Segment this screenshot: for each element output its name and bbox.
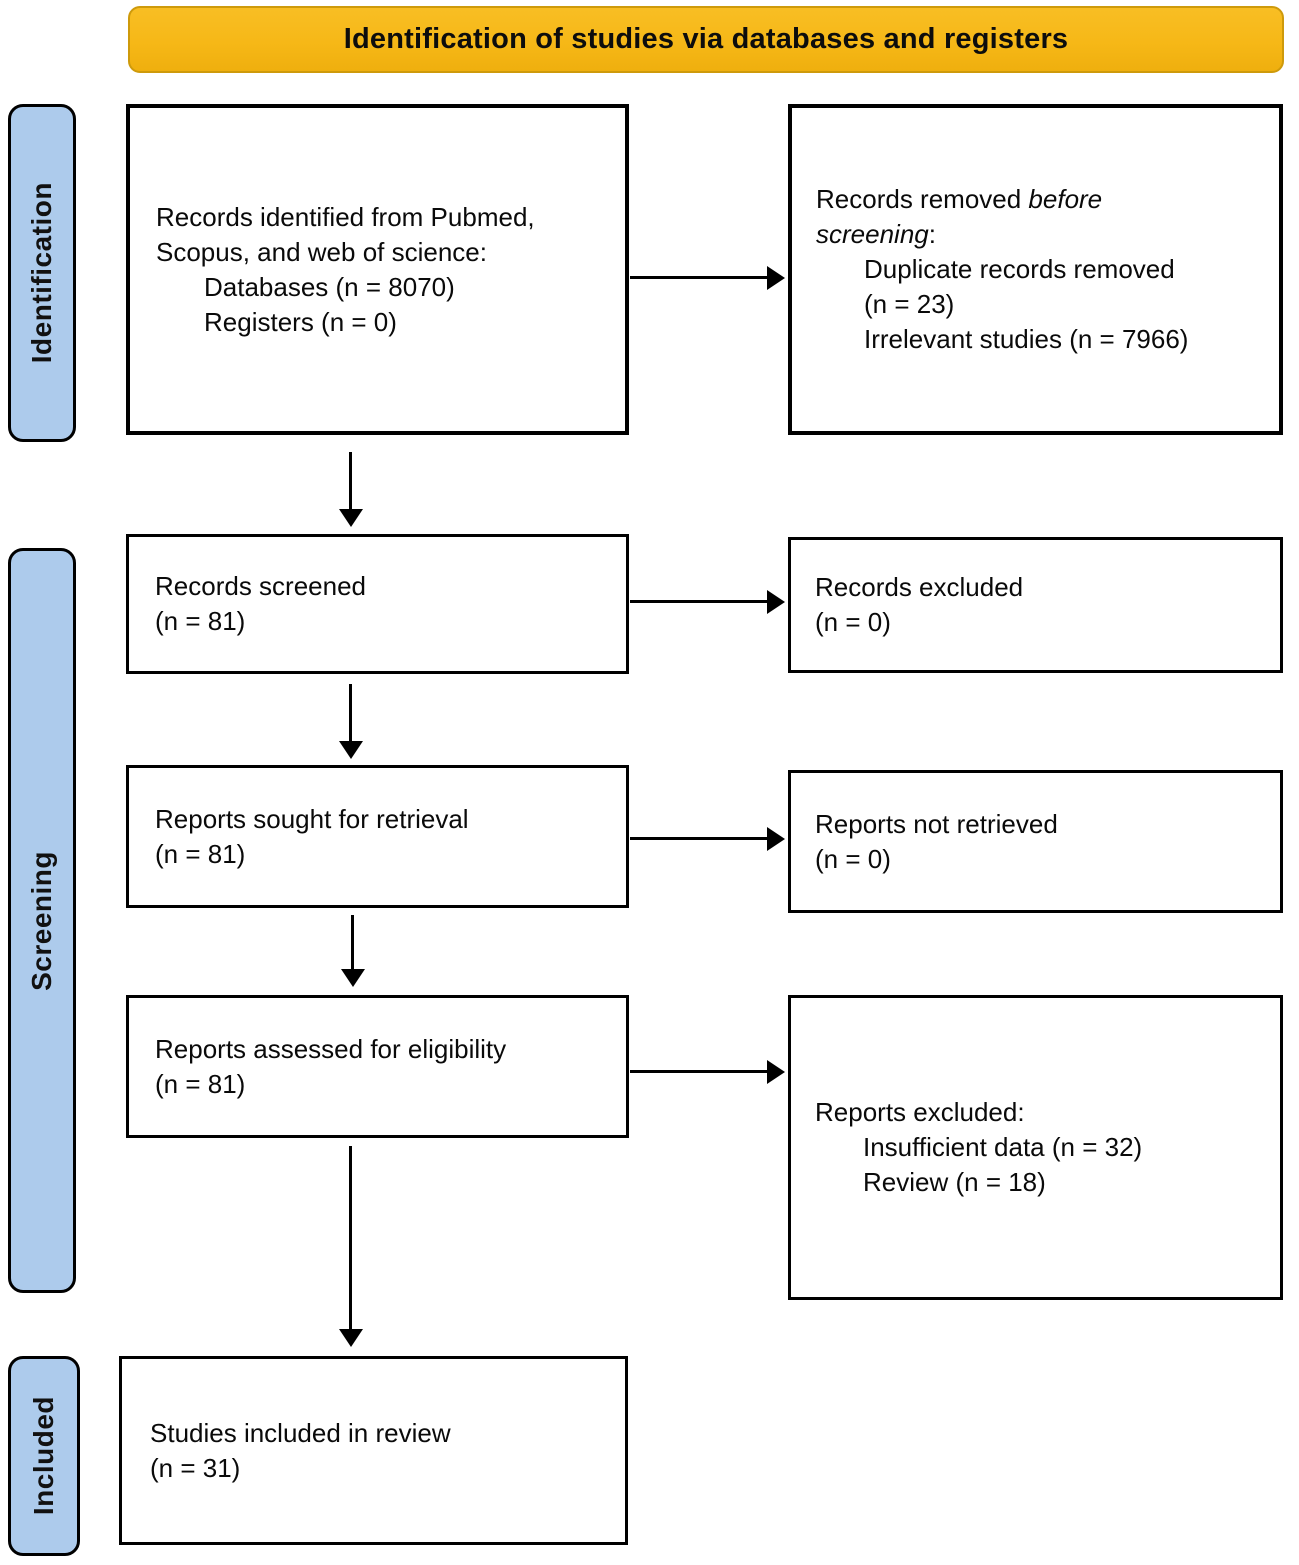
stage-label-screening-text: Screening [26,850,57,991]
text-line: Scopus, and web of science: [156,236,487,267]
text-line: Records screened [155,571,366,601]
text-line: Records removed before [816,182,1261,217]
text-line: (n = 81) [155,606,246,636]
text-segment-italic: before [1028,184,1103,214]
stage-label-identification-text: Identification [26,182,57,364]
text-line: Databases (n = 8070) [204,271,455,302]
banner: Identification of studies via databases … [128,6,1284,73]
text-line: Duplicate records removed [864,254,1175,284]
arrow-assessed-to-included [349,1146,352,1330]
box-records-excluded: Records excluded (n = 0) [788,537,1283,673]
text-line: Reports assessed for eligibility [155,1033,507,1064]
text-line: (n = 81) [155,838,246,869]
text-segment: Records removed [816,184,1029,214]
arrow-assessed-to-reports-excluded [630,1070,768,1073]
stage-label-included-text: Included [28,1396,59,1516]
box-reports-assessed: Reports assessed for eligibility (n = 81… [126,995,629,1138]
banner-title: Identification of studies via databases … [343,23,1069,55]
box-records-screened: Records screened (n = 81) [126,534,629,674]
text-line: Records excluded [815,572,1024,602]
text-line: Reports excluded: [815,1097,1025,1127]
arrow-screened-to-sought [349,684,352,742]
arrow-sought-to-assessed [351,915,354,970]
text-line: Insufficient data (n = 32) [863,1132,1143,1162]
text-line: Reports sought for retrieval [155,803,469,834]
text-line: Review (n = 18) [863,1167,1046,1197]
stage-label-included: Included [8,1356,80,1556]
box-reports-excluded: Reports excluded: Insufficient data (n =… [788,995,1283,1300]
box-studies-included: Studies included in review (n = 31) [119,1356,628,1545]
stage-label-screening: Screening [8,548,76,1293]
text-line: Registers (n = 0) [204,306,397,337]
text-line: Studies included in review [150,1417,451,1448]
text-line: Irrelevant studies (n = 7966) [864,324,1189,354]
box-reports-sought: Reports sought for retrieval (n = 81) [126,765,629,908]
text-line: (n = 23) [864,289,955,319]
box-records-removed: Records removed before screening: Duplic… [788,104,1283,435]
text-segment: : [928,219,936,249]
box-records-identified: Records identified from Pubmed, Scopus, … [126,104,629,435]
text-line: Records identified from Pubmed, [156,201,535,232]
text-segment-italic: screening [816,219,929,249]
arrow-screened-to-excluded [630,600,768,603]
text-line: (n = 81) [155,1068,246,1099]
arrow-sought-to-not-retrieved [630,837,768,840]
stage-label-identification: Identification [8,104,76,442]
arrow-identified-to-removed [630,276,768,279]
box-reports-not-retrieved: Reports not retrieved (n = 0) [788,770,1283,913]
text-line: (n = 31) [150,1452,241,1483]
arrow-identified-to-screened [349,452,352,510]
text-line: Reports not retrieved [815,808,1058,839]
text-line: (n = 0) [815,843,891,874]
text-line: (n = 0) [815,607,891,637]
text-line: screening: [816,217,1261,252]
